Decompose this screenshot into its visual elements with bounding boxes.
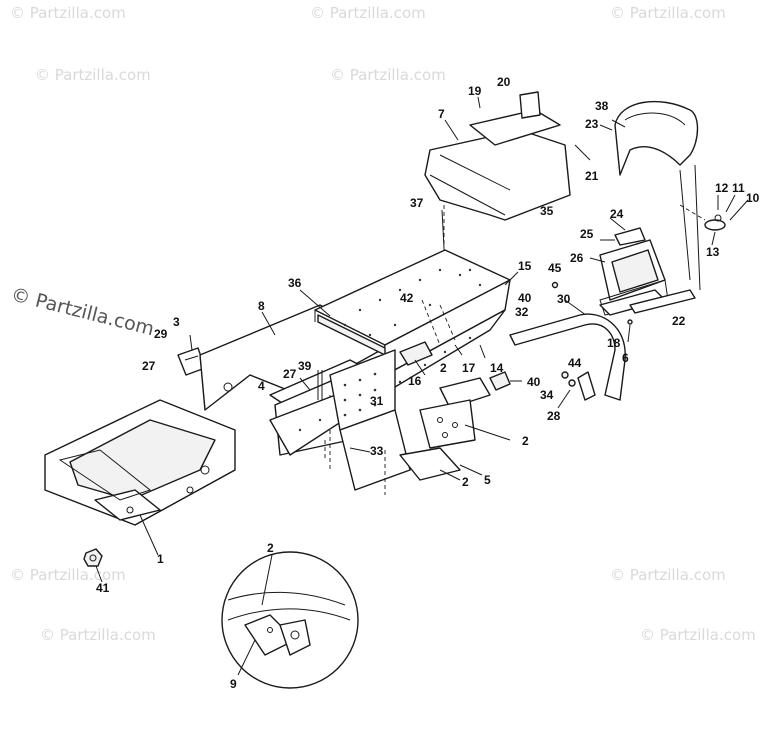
callout-14: 14: [490, 361, 504, 375]
callout-2-lower: 2: [462, 475, 469, 489]
watermark-text: © Partzilla.com: [10, 566, 126, 584]
callout-37: 37: [410, 196, 424, 210]
callout-15: 15: [518, 259, 532, 273]
watermark-text: © Partzilla.com: [10, 4, 126, 22]
part-32-bumper-tube: [509, 313, 626, 401]
part-18-bolt: [627, 319, 633, 343]
callout-18: 18: [607, 336, 621, 350]
watermark-layer: © Partzilla.com © Partzilla.com © Partzi…: [9, 4, 756, 644]
callout-27-chassis: 27: [283, 367, 297, 381]
callout-8: 8: [258, 299, 265, 313]
watermark-text-prominent: © Partzilla.com: [9, 284, 157, 341]
callout-11: 11: [732, 181, 745, 195]
callout-38: 38: [595, 99, 609, 113]
watermark-text: © Partzilla.com: [640, 626, 756, 644]
callout-20: 20: [497, 75, 511, 89]
callout-9: 9: [230, 677, 237, 691]
callout-35: 35: [540, 204, 554, 218]
callout-19: 19: [468, 84, 482, 98]
callout-21: 21: [585, 169, 599, 183]
callout-26: 26: [570, 251, 584, 265]
part-39-post: [299, 370, 323, 400]
part-7-rear-cover: [424, 109, 571, 221]
callout-2: 2: [440, 361, 447, 375]
callout-17: 17: [462, 361, 476, 375]
part-1-front-tub: [44, 399, 236, 556]
part-14-bolt: [479, 344, 486, 359]
callout-2-detail: 2: [267, 541, 274, 555]
callout-40: 40: [518, 291, 532, 305]
callout-labels: 20 19 7 21 35 38 23 12 11 10 13 24 25 26…: [96, 75, 760, 691]
callout-34: 34: [540, 388, 554, 402]
callout-42: 42: [400, 291, 414, 305]
part-40-block: [489, 371, 522, 391]
part-38-hoop: [599, 100, 701, 291]
callout-10: 10: [746, 191, 760, 205]
callout-30: 30: [557, 292, 571, 306]
callout-12: 12: [715, 181, 729, 195]
callout-13: 13: [706, 245, 720, 259]
watermark-text: © Partzilla.com: [310, 4, 426, 22]
part-41-nut: [83, 548, 103, 583]
callout-36: 36: [288, 276, 302, 290]
callout-4: 4: [258, 379, 265, 393]
callout-33: 33: [370, 444, 384, 458]
callout-40-lower: 40: [527, 375, 541, 389]
watermark-text: © Partzilla.com: [610, 566, 726, 584]
callout-1: 1: [157, 552, 164, 566]
callout-23: 23: [585, 117, 599, 131]
watermark-text: © Partzilla.com: [330, 66, 446, 84]
callout-2-bracket: 2: [522, 434, 529, 448]
callout-44: 44: [568, 356, 582, 370]
callout-24: 24: [610, 207, 624, 221]
callout-3: 3: [173, 315, 180, 329]
callout-32: 32: [515, 305, 529, 319]
callout-28: 28: [547, 409, 561, 423]
part-20-plate: [477, 91, 591, 161]
detail-view-circle: [221, 551, 359, 689]
callout-22: 22: [672, 314, 686, 328]
part-42-fastener: [421, 299, 463, 356]
part-26-bumper-frame: [589, 217, 669, 316]
part-16-plate: [399, 341, 433, 376]
callout-31: 31: [370, 394, 384, 408]
callout-39: 39: [298, 359, 312, 373]
part-5-bracket-lower: [399, 424, 511, 481]
callout-45: 45: [548, 261, 562, 275]
callout-7: 7: [438, 107, 445, 121]
watermark-text: © Partzilla.com: [40, 626, 156, 644]
callout-25: 25: [580, 227, 594, 241]
callout-41: 41: [96, 581, 110, 595]
watermark-text: © Partzilla.com: [35, 66, 151, 84]
part-5-bracket-upper: [419, 377, 491, 449]
callout-27-front: 27: [142, 359, 156, 373]
part-44-hardware: [557, 371, 596, 409]
part-10-13-pivot: [679, 194, 749, 246]
callout-6: 6: [622, 351, 629, 365]
callout-5: 5: [484, 473, 491, 487]
callout-16: 16: [408, 374, 422, 388]
part-22-plate: [599, 289, 696, 316]
part-31-bulkhead: [324, 349, 411, 495]
part-15-rail: [504, 271, 519, 286]
watermark-text: © Partzilla.com: [610, 4, 726, 22]
callout-29: 29: [154, 327, 168, 341]
